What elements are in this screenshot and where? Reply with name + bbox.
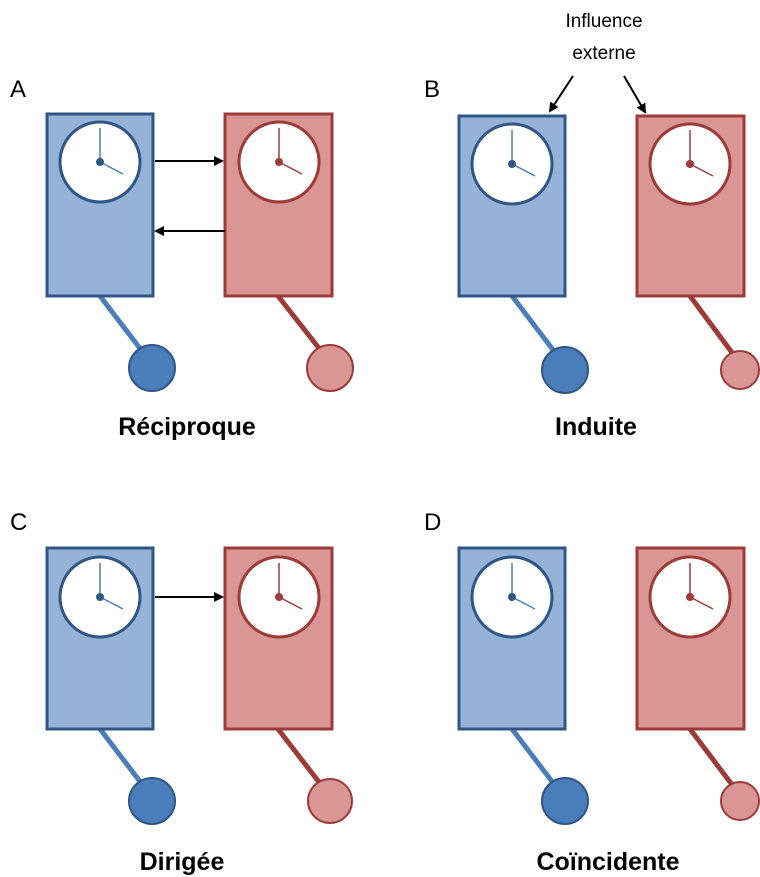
clock-center	[508, 593, 516, 601]
red-clock	[223, 546, 353, 824]
pendulum-bob	[128, 344, 176, 392]
red-clock	[635, 546, 760, 821]
pendulum-rod	[510, 727, 559, 790]
panel-a: A Réciproque	[10, 76, 354, 441]
pendulum-rod	[688, 727, 735, 788]
clock-hand	[689, 163, 714, 177]
pendulum-rod	[98, 727, 147, 790]
caption-b: Induite	[555, 413, 637, 441]
clock-hand	[99, 596, 124, 610]
pendulum-bob	[720, 781, 760, 821]
panel-letter-a: A	[10, 76, 26, 103]
clock-hand	[511, 163, 536, 177]
blue-clock	[45, 112, 176, 392]
annotation-line1: Influence	[565, 11, 642, 32]
arrow-external-to-blue	[548, 75, 574, 113]
clock-hand	[511, 596, 536, 610]
pendulum-rod	[276, 294, 324, 354]
clock-center	[96, 158, 104, 166]
clock-hand	[278, 596, 303, 610]
clock-center	[686, 160, 694, 168]
clock-center	[275, 593, 283, 601]
panel-d: D Coïncidente	[424, 509, 760, 876]
clock-hand	[99, 161, 124, 175]
clock-hand	[689, 596, 714, 610]
arrow-external-to-red	[623, 75, 647, 114]
panel-c: C Dirigée	[10, 509, 353, 876]
panel-letter-b: B	[424, 76, 440, 103]
panel-letter-c: C	[10, 509, 27, 536]
clock-center	[96, 593, 104, 601]
pendulum-rod	[510, 294, 559, 357]
pendulum-rod	[276, 727, 324, 788]
red-clock	[635, 114, 760, 390]
blue-clock	[457, 114, 589, 394]
clock-center	[275, 158, 283, 166]
pendulum-bob	[128, 777, 176, 825]
pendulum-rod	[687, 294, 736, 356]
caption-c: Dirigée	[140, 848, 225, 876]
clock-center	[686, 593, 694, 601]
caption-d: Coïncidente	[536, 848, 679, 876]
pendulum-bob	[541, 777, 589, 825]
pendulum-rod	[98, 294, 147, 357]
pendulum-bob	[541, 346, 589, 394]
clock-center	[508, 160, 516, 168]
blue-clock	[45, 546, 176, 825]
panel-letter-d: D	[424, 509, 441, 536]
caption-a: Réciproque	[118, 413, 256, 441]
pendulum-bob	[720, 350, 760, 390]
pendulum-bob	[307, 778, 353, 824]
clock-hand	[278, 161, 303, 175]
annotation-line2: externe	[572, 43, 635, 64]
panel-b: B Influence externe Induite	[424, 11, 760, 441]
blue-clock	[457, 546, 589, 825]
red-clock	[223, 112, 354, 392]
pendulum-bob	[306, 344, 354, 392]
